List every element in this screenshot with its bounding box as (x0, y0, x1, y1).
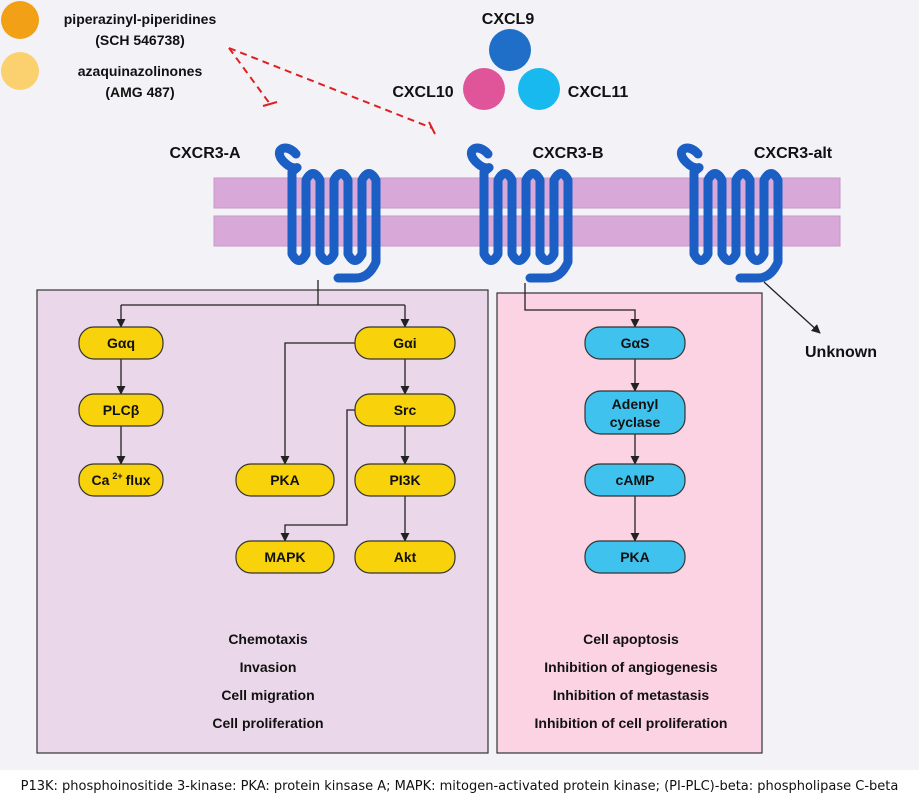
node-camp: cAMP (584, 463, 686, 497)
cxcr3-alt-label: CXCR3-alt (754, 145, 833, 162)
inhibitor-line-to-cxcr3-a (228, 47, 271, 105)
legend-sch-code: (SCH 546738) (95, 32, 185, 48)
effect-a-item: Cell proliferation (212, 715, 323, 731)
inhibitor-bar-cxcr3-b (428, 121, 436, 135)
node-pka-a: PKA (235, 463, 335, 497)
effect-a-item: Cell migration (221, 687, 314, 703)
svg-text:PKA: PKA (620, 549, 650, 565)
effect-b-item: Inhibition of cell proliferation (535, 715, 728, 731)
node-gaq: Gαq (78, 326, 164, 360)
effect-a-item: Chemotaxis (228, 631, 308, 647)
effects-cxcr3-a: Chemotaxis Invasion Cell migration Cell … (212, 631, 323, 731)
node-pi3k: PI3K (354, 463, 456, 497)
node-adenyl-cyclase: Adenyl cyclase (584, 390, 686, 435)
inhibitor-line-to-cxcr3-b (228, 47, 433, 129)
ligands: CXCL9 CXCL10 CXCL11 (392, 11, 628, 110)
inhibitor-bar-cxcr3-a (262, 101, 278, 107)
node-mapk: MAPK (235, 540, 335, 574)
svg-text:Gαq: Gαq (107, 335, 135, 351)
cxcr3-signaling-diagram: piperazinyl-piperidines (SCH 546738) aza… (1, 1, 877, 754)
node-akt: Akt (354, 540, 456, 574)
svg-text:cAMP: cAMP (616, 472, 655, 488)
inhibitor-lines (228, 47, 436, 135)
effect-b-item: Cell apoptosis (583, 631, 679, 647)
legend: piperazinyl-piperidines (SCH 546738) aza… (1, 1, 216, 100)
legend-amg-name: azaquinazolinones (78, 63, 203, 79)
unknown-label: Unknown (805, 344, 877, 361)
svg-text:cyclase: cyclase (610, 414, 661, 430)
cxcr3-b-to-pathway (524, 283, 640, 328)
figure-caption: P13K: phosphoinositide 3-kinase: PKA: pr… (0, 770, 919, 803)
svg-text:MAPK: MAPK (264, 549, 305, 565)
cxcl11-dot (518, 68, 560, 110)
arrow-src-mapk (280, 409, 355, 542)
cxcl9-label: CXCL9 (482, 11, 535, 28)
svg-text:GαS: GαS (621, 335, 650, 351)
node-src: Src (354, 393, 456, 427)
legend-sch-name: piperazinyl-piperidines (64, 11, 217, 27)
node-gas: GαS (584, 326, 686, 360)
svg-text:Ca2+flux: Ca2+flux (91, 471, 150, 488)
receptor-cxcr3-b (466, 143, 573, 283)
cxcr3-a-pathway-box (36, 289, 489, 754)
effect-a-item: Invasion (240, 659, 297, 675)
cxcl11-label: CXCL11 (568, 84, 629, 101)
legend-amg-code: (AMG 487) (105, 84, 174, 100)
cxcr3-a-label: CXCR3-A (169, 145, 241, 162)
node-gai: Gαi (354, 326, 456, 360)
cxcr3-b-label: CXCR3-B (532, 145, 603, 162)
receptor-cxcr3-a (274, 143, 381, 283)
effect-b-item: Inhibition of metastasis (553, 687, 710, 703)
svg-text:PLCβ: PLCβ (103, 402, 140, 418)
svg-text:Gαi: Gαi (393, 335, 416, 351)
node-pka-b: PKA (584, 540, 686, 574)
effect-b-item: Inhibition of angiogenesis (544, 659, 718, 675)
svg-text:Akt: Akt (394, 549, 417, 565)
sch-546738-legend-dot (1, 1, 39, 39)
cxcl10-label: CXCL10 (392, 84, 453, 101)
amg-487-legend-dot (1, 52, 39, 90)
cxcl10-dot (463, 68, 505, 110)
receptor-cxcr3-alt (676, 143, 783, 283)
cxcr3-b-pathway-box (496, 292, 763, 754)
svg-text:PKA: PKA (270, 472, 300, 488)
node-plcb: PLCβ (78, 393, 164, 427)
cxcl9-dot (489, 29, 531, 71)
arrow-gai-pka (280, 342, 355, 465)
svg-text:PI3K: PI3K (389, 472, 420, 488)
pathway-connectors (116, 280, 821, 542)
svg-text:Src: Src (394, 402, 417, 418)
arrow-alt-unknown (763, 281, 821, 334)
svg-text:Adenyl: Adenyl (612, 396, 659, 412)
effects-cxcr3-b: Cell apoptosis Inhibition of angiogenesi… (535, 631, 728, 731)
